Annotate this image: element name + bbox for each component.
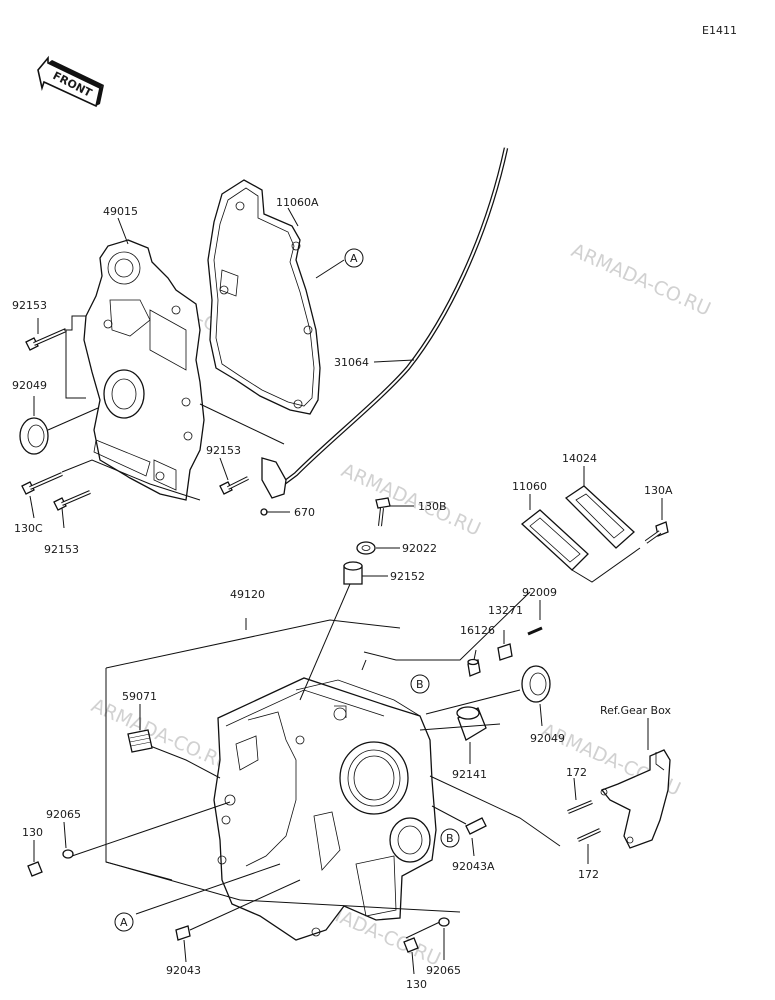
part-label: 92141 bbox=[452, 768, 487, 781]
callout-a-label: A bbox=[120, 916, 128, 929]
part-label: 92153 bbox=[44, 543, 79, 556]
part-label: 92049 bbox=[530, 732, 565, 745]
callout-a-bottom: A bbox=[114, 912, 134, 932]
part-label: 92022 bbox=[402, 542, 437, 555]
gear-case-cover bbox=[83, 239, 205, 501]
part-label: 92009 bbox=[522, 586, 557, 599]
part-label: 92153 bbox=[206, 444, 241, 457]
part-labels: 49015 11060A 92153 92049 130C 92153 9215… bbox=[12, 196, 673, 991]
gear-box-bracket bbox=[600, 718, 671, 849]
leader-gasket bbox=[571, 547, 641, 583]
bolt-130-b bbox=[403, 937, 419, 975]
part-label: 130A bbox=[644, 484, 673, 497]
part-label: 14024 bbox=[562, 452, 597, 465]
oil-seal-92049-b bbox=[521, 665, 551, 727]
bushing-92141 bbox=[456, 706, 487, 764]
watermark: ARMADA-CO.RU bbox=[568, 239, 714, 320]
bolt-92153-b bbox=[53, 490, 91, 511]
part-label: 130 bbox=[22, 826, 43, 839]
part-label: 13271 bbox=[488, 604, 523, 617]
plug-13271 bbox=[497, 630, 513, 661]
part-label: 59071 bbox=[122, 690, 157, 703]
callout-b-low: B bbox=[440, 828, 460, 848]
part-label: 130B bbox=[418, 500, 447, 513]
gasket-11060a bbox=[207, 179, 321, 415]
leader-lines-bottom bbox=[71, 583, 561, 939]
bolt-130c bbox=[21, 472, 63, 495]
callout-a-top: A bbox=[344, 248, 364, 268]
front-arrow-icon: FRONT bbox=[37, 55, 104, 108]
bolt-130b bbox=[375, 497, 414, 527]
washer-92065-a bbox=[62, 821, 74, 859]
part-label: 16126 bbox=[460, 624, 495, 637]
part-label: 31064 bbox=[334, 356, 369, 369]
callout-b-label: B bbox=[416, 678, 424, 691]
bolt-130-a bbox=[27, 840, 43, 877]
part-label: 11060 bbox=[512, 480, 547, 493]
washer-92065-b bbox=[438, 917, 450, 960]
bolt-130a bbox=[644, 498, 669, 544]
part-label: 92065 bbox=[46, 808, 81, 821]
gasket-11060 bbox=[520, 494, 589, 571]
pin-16126 bbox=[467, 649, 481, 677]
crankcase bbox=[213, 677, 437, 941]
part-label: 92049 bbox=[12, 379, 47, 392]
part-label: 92153 bbox=[12, 299, 47, 312]
part-label: 92043A bbox=[452, 860, 495, 873]
dowel-92043a bbox=[465, 817, 487, 857]
leader-lines-top bbox=[29, 207, 415, 529]
callout-a-label: A bbox=[350, 252, 358, 265]
part-label: 92152 bbox=[390, 570, 425, 583]
bushing-92152 bbox=[343, 561, 388, 585]
stud-172-a bbox=[567, 777, 593, 814]
cover-14024 bbox=[564, 466, 635, 549]
screw-92009 bbox=[527, 600, 543, 636]
callout-b-mid: B bbox=[410, 674, 430, 694]
diagram-code: E1411 bbox=[702, 24, 737, 37]
watermark: ARMADA-CO.RU bbox=[88, 694, 234, 775]
callout-b-label: B bbox=[446, 832, 454, 845]
part-label: 670 bbox=[294, 506, 315, 519]
part-label: 172 bbox=[578, 868, 599, 881]
oil-seal-92049-a bbox=[19, 417, 49, 455]
dowel-92043 bbox=[175, 925, 191, 963]
part-label: 11060A bbox=[276, 196, 319, 209]
bolt-92153-a bbox=[25, 328, 67, 351]
part-label: 92043 bbox=[166, 964, 201, 977]
stud-172-b bbox=[577, 828, 601, 864]
dipstick-tube bbox=[260, 147, 509, 516]
part-label: 130C bbox=[14, 522, 43, 535]
part-label: 49120 bbox=[230, 588, 265, 601]
part-label: 49015 bbox=[103, 205, 138, 218]
part-label: 172 bbox=[566, 766, 587, 779]
part-label: 130 bbox=[406, 978, 427, 991]
bolt-92153-c bbox=[219, 476, 249, 495]
breather-59071 bbox=[127, 704, 153, 753]
watermark: ARMADA-CO.RU bbox=[338, 459, 484, 540]
ref-label: Ref.Gear Box bbox=[600, 704, 671, 717]
part-label: 92065 bbox=[426, 964, 461, 977]
washer-92022 bbox=[356, 541, 400, 555]
